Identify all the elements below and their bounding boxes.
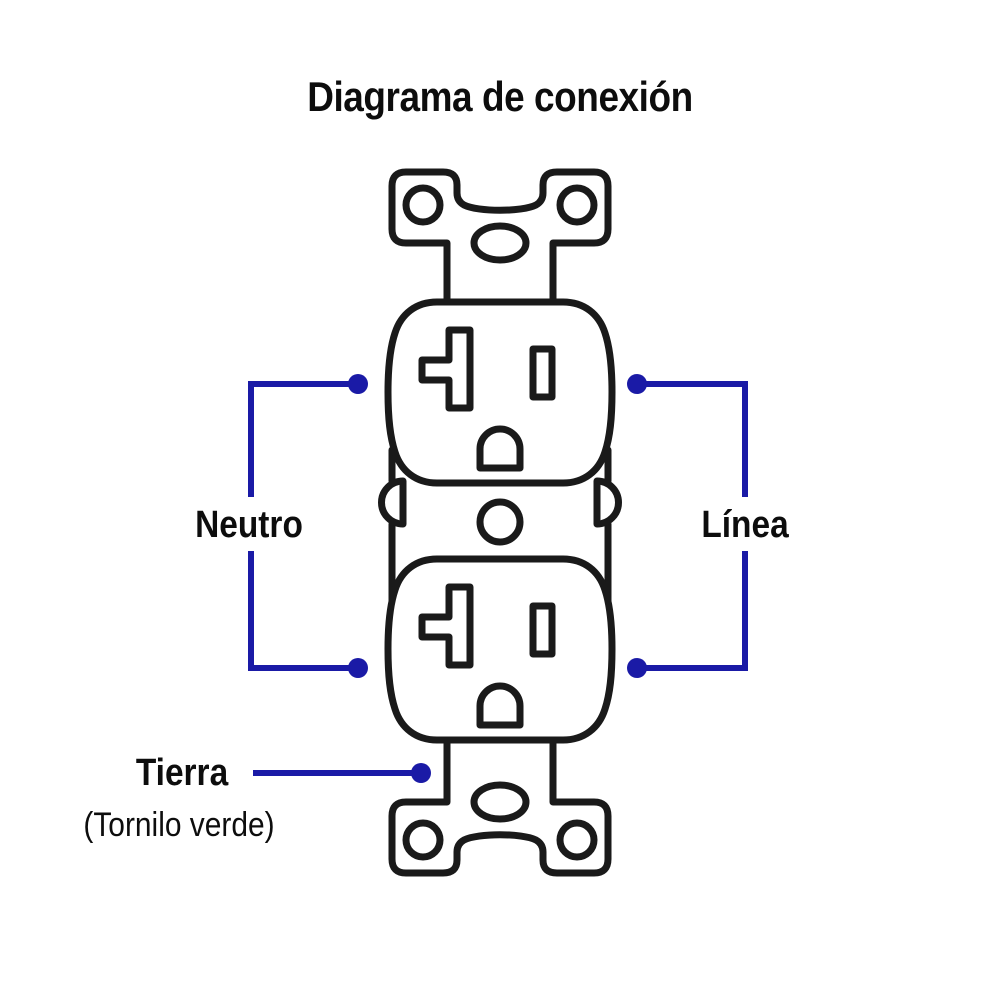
line-bracket-line <box>637 381 748 671</box>
top-mounting-strap <box>392 172 608 310</box>
ground-note: (Tornilo verde) <box>83 806 275 844</box>
neutral-terminal-screw <box>378 477 407 528</box>
lower-receptacle <box>388 559 612 740</box>
receptacle-artwork <box>378 172 622 873</box>
ground-label: Tierra <box>135 752 229 794</box>
wire-callouts <box>248 381 748 776</box>
neutral-terminal-dot-top <box>348 374 368 394</box>
neutral-bracket-line <box>248 381 358 671</box>
ground-terminal-dot <box>411 763 431 783</box>
line-label: Línea <box>701 504 789 546</box>
neutral-terminal-dot-bottom <box>348 658 368 678</box>
wire-terminal-dots <box>348 374 647 783</box>
neutral-label: Neutro <box>195 504 303 546</box>
line-terminal-dot-top <box>627 374 647 394</box>
line-terminal-screw <box>593 477 622 528</box>
upper-receptacle <box>388 302 612 483</box>
bottom-mounting-strap <box>392 735 608 873</box>
diagram-title: Diagrama de conexión <box>307 73 693 120</box>
center-screw <box>476 498 524 546</box>
line-terminal-dot-bottom <box>627 658 647 678</box>
